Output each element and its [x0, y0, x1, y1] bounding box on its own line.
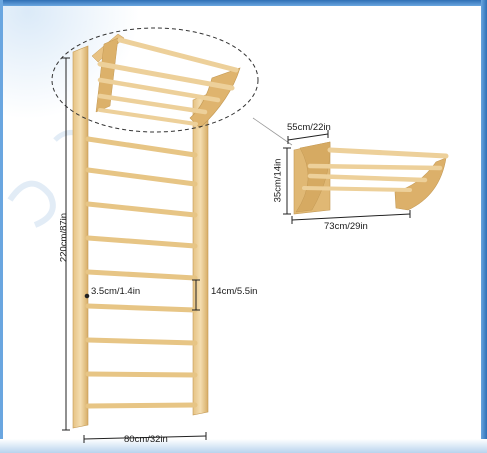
frame-border-bottom: [0, 439, 487, 453]
pullup-height-label: 35cm/14in: [272, 158, 284, 203]
width-label: 80cm/32in: [124, 434, 168, 445]
height-label: 220cm/87in: [58, 212, 70, 263]
wall-rungs: [85, 136, 198, 409]
pullup-depth-label: 55cm/22in: [287, 122, 331, 133]
wall-bars: [51, 27, 293, 429]
frame-border-right: [481, 0, 487, 453]
dimension-lines: [62, 57, 411, 443]
rung-diameter-label: 3.5cm/1.4in: [91, 286, 141, 297]
rung-spacing-label: 14cm/5.5in: [211, 286, 258, 297]
pullup-bar-detail: [293, 141, 449, 215]
frame-border-left: [0, 0, 3, 453]
detail-highlight-ellipse: [51, 27, 259, 133]
pullup-width-label: 73cm/29in: [324, 221, 368, 232]
frame-border-top: [0, 0, 487, 6]
detail-connector-line: [252, 117, 293, 146]
main-pullup-bar: [91, 33, 241, 129]
